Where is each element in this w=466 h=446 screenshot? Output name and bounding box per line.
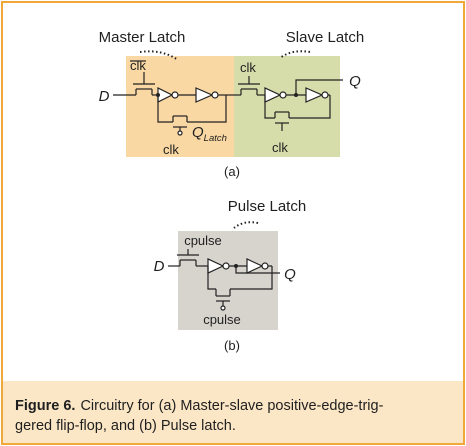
master-feedback-wire: [157, 95, 173, 123]
figure-caption: Figure 6.Circuitry for (a) Master-slave …: [15, 398, 384, 434]
pulse-inverter-2: [246, 258, 269, 274]
slave-leader-dots: [279, 50, 311, 59]
input-d-label: D: [99, 88, 110, 105]
master-latch-label: Master Latch: [99, 29, 186, 46]
caption-background: [3, 381, 463, 443]
slave-clk-bottom: clk: [272, 140, 288, 155]
slave-feedback-wire: [264, 95, 275, 119]
slave-latch-region: [234, 56, 340, 157]
master-clk-top: clk: [130, 58, 146, 73]
panel-a: Master Latch Slave Latch D clk: [99, 29, 365, 179]
panel-b: Pulse Latch cpulse D Q: [154, 198, 307, 353]
pulse-top-label: cpulse: [184, 233, 222, 248]
pulse-latch-label: Pulse Latch: [228, 198, 306, 215]
master-leader-dots: [139, 50, 179, 61]
pulse-input-d-label: D: [154, 258, 165, 275]
pulse-feedback-wire: [207, 266, 216, 290]
slave-feedback-transistor: [274, 111, 290, 131]
slave-clk-top: clk: [240, 60, 256, 75]
pulse-leader-dots: [233, 221, 259, 229]
master-inverter-2: [195, 87, 219, 103]
pulse-output-q-label: Q: [284, 266, 296, 283]
master-feedback-transistor: [172, 115, 188, 136]
pulse-bottom-label: cpulse: [203, 312, 241, 327]
slave-pass-transistor: [238, 76, 260, 95]
master-clk-bottom: clk: [163, 142, 179, 157]
caption-line-2: gered flip-flop, and (b) Pulse latch.: [15, 418, 236, 434]
pulse-pass-transistor: [177, 249, 199, 266]
output-q-label: Q: [349, 73, 361, 90]
pulse-feedback-transistor: [215, 289, 231, 311]
q-latch-label: QLatch: [192, 124, 227, 144]
pulse-latch-region: [178, 231, 278, 330]
slave-output-wire: [295, 79, 343, 95]
slave-inverter-2: [305, 87, 329, 103]
caption-line-1: Figure 6.Circuitry for (a) Master-slave …: [15, 398, 384, 414]
panel-b-label: (b): [224, 338, 240, 353]
panel-a-label: (a): [224, 164, 240, 179]
pulse-output-wire: [235, 266, 280, 274]
master-pass-transistor: [133, 72, 155, 95]
slave-latch-label: Slave Latch: [286, 29, 364, 46]
